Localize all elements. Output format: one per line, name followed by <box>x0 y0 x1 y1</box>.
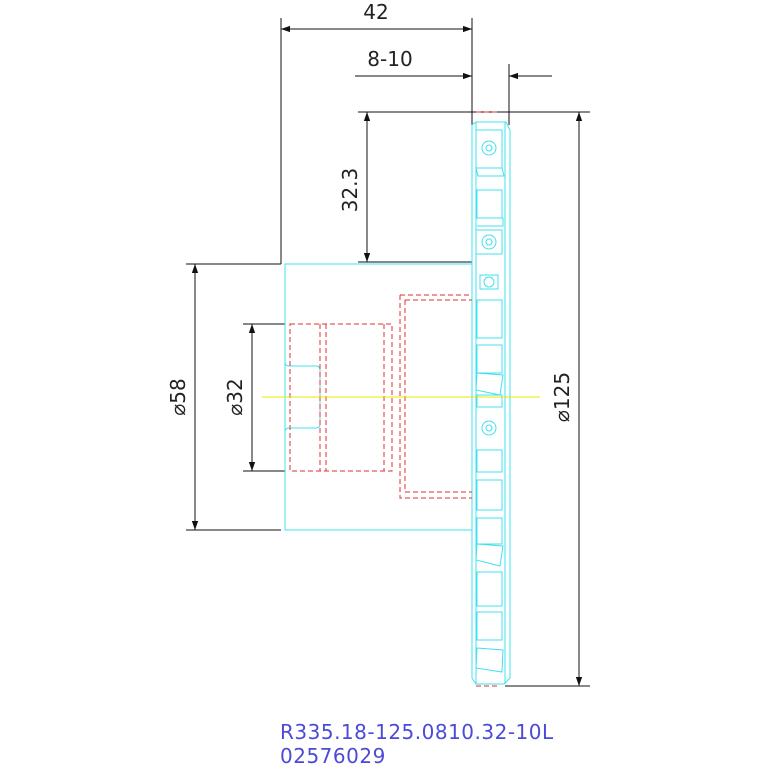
insert-pockets <box>475 129 505 673</box>
item-number: 02576029 <box>280 744 386 768</box>
dimension-lines <box>191 25 583 686</box>
dim-text-32: ⌀32 <box>223 378 247 416</box>
dim-text-58: ⌀58 <box>166 378 190 416</box>
cutter-body <box>284 121 511 685</box>
dim-text-32-3: 32.3 <box>338 168 362 213</box>
extension-lines <box>186 18 590 687</box>
dim-text-125: ⌀125 <box>550 372 574 422</box>
part-code: R335.18-125.0810.32-10L <box>280 720 554 744</box>
dim-text-8-10: 8-10 <box>367 47 412 71</box>
hidden-lines <box>289 111 500 687</box>
dim-text-42: 42 <box>363 0 388 24</box>
